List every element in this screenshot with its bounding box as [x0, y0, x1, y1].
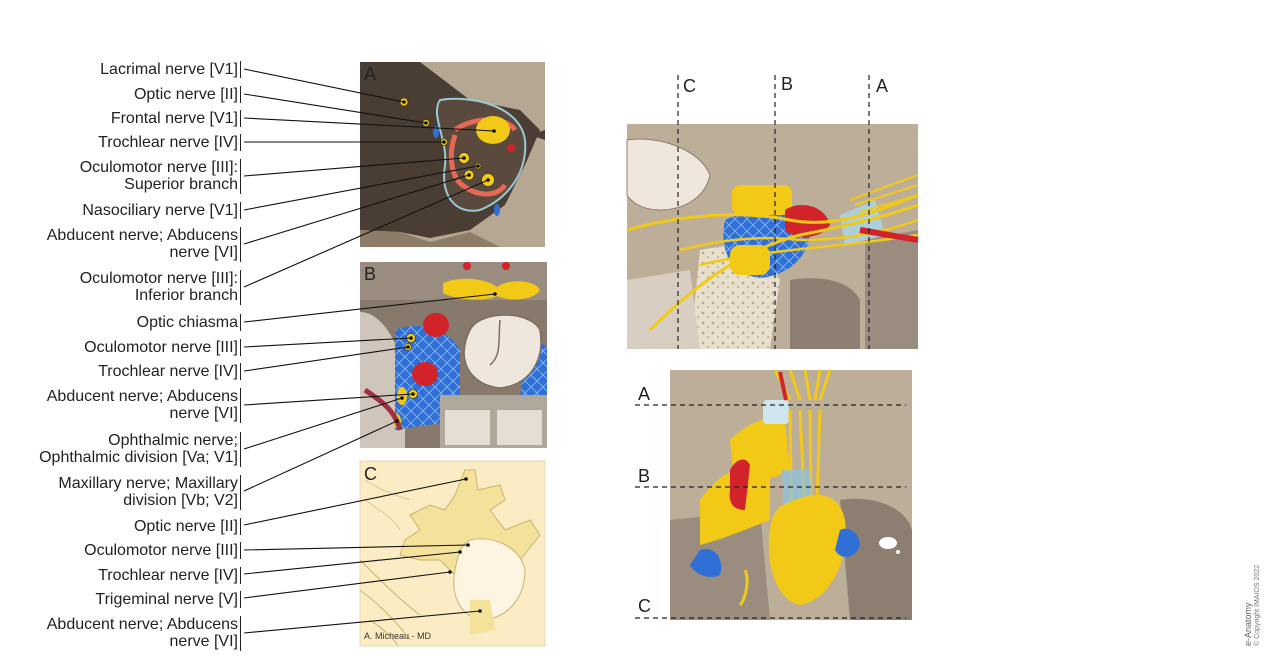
label-oculomotor-nerve-c: Oculomotor nerve [III]: [84, 542, 238, 559]
label-trochlear-nerve-c: Trochlear nerve [IV]: [98, 567, 238, 584]
brand-name: e-Anatomy: [1243, 602, 1253, 646]
label-bracket: [240, 270, 245, 305]
copyright-text: © Copyright IMAIOS 2022: [1254, 564, 1261, 646]
section-side-c: C: [638, 596, 651, 616]
label-oculomotor-nerve-b: Oculomotor nerve [III]: [84, 339, 238, 356]
leader-lines: [243, 68, 496, 634]
section-top-b: B: [781, 74, 793, 94]
label-trigeminal-nerve: Trigeminal nerve [V]: [95, 591, 238, 608]
section-top-c: C: [683, 76, 696, 96]
label-bracket: [240, 134, 245, 151]
label-bracket: [240, 314, 245, 331]
section-side-a: A: [638, 384, 650, 404]
panel-c-illustration: [359, 460, 546, 647]
section-side-b: B: [638, 466, 650, 486]
copyright-credit: e-Anatomy © Copyright IMAIOS 2022: [1243, 556, 1261, 646]
panel-b-letter: B: [364, 264, 376, 284]
label-oculomotor-inferior: Oculomotor nerve [III]:Inferior branch: [79, 270, 238, 304]
label-bracket: [240, 61, 245, 78]
label-bracket: [240, 388, 245, 423]
label-optic-nerve-a: Optic nerve [II]: [133, 86, 238, 103]
lateral-view-illustration: [626, 124, 919, 349]
label-bracket: [240, 542, 245, 559]
label-bracket: [240, 363, 245, 380]
label-bracket: [240, 159, 245, 194]
leader-dots: [395, 100, 497, 613]
label-trochlear-nerve-b: Trochlear nerve [IV]: [98, 363, 238, 380]
label-nasociliary-nerve: Nasociliary nerve [V1]: [82, 202, 238, 219]
label-lacrimal-nerve: Lacrimal nerve [V1]: [100, 61, 238, 78]
section-lines-side: [635, 404, 906, 619]
label-frontal-nerve: Frontal nerve [V1]: [110, 110, 238, 127]
label-bracket: [240, 339, 245, 356]
label-trochlear-nerve-a: Trochlear nerve [IV]: [98, 134, 238, 151]
label-bracket: [240, 616, 245, 651]
label-bracket: [240, 227, 245, 262]
illustrator-signature: A. Micheau - MD: [364, 631, 432, 641]
panel-a-illustration: [360, 62, 545, 247]
superior-view-illustration: [670, 369, 912, 620]
panel-a-letter: A: [364, 64, 376, 84]
label-bracket: [240, 432, 245, 467]
label-optic-chiasma: Optic chiasma: [136, 314, 238, 331]
label-ophthalmic-nerve: Ophthalmic nerve;Ophthalmic division [Va…: [39, 432, 238, 466]
label-bracket: [240, 86, 245, 103]
label-bracket: [240, 475, 245, 510]
label-bracket: [240, 591, 245, 608]
label-oculomotor-superior: Oculomotor nerve [III]:Superior branch: [79, 159, 238, 193]
panel-b-illustration: [360, 262, 547, 448]
label-optic-nerve-c: Optic nerve [II]: [133, 518, 238, 535]
section-lines-top: [677, 75, 870, 349]
panel-c-letter: C: [364, 464, 377, 484]
label-bracket: [240, 567, 245, 584]
label-bracket: [240, 110, 245, 127]
label-bracket: [240, 518, 245, 535]
label-bracket: [240, 202, 245, 219]
section-top-a: A: [876, 76, 888, 96]
